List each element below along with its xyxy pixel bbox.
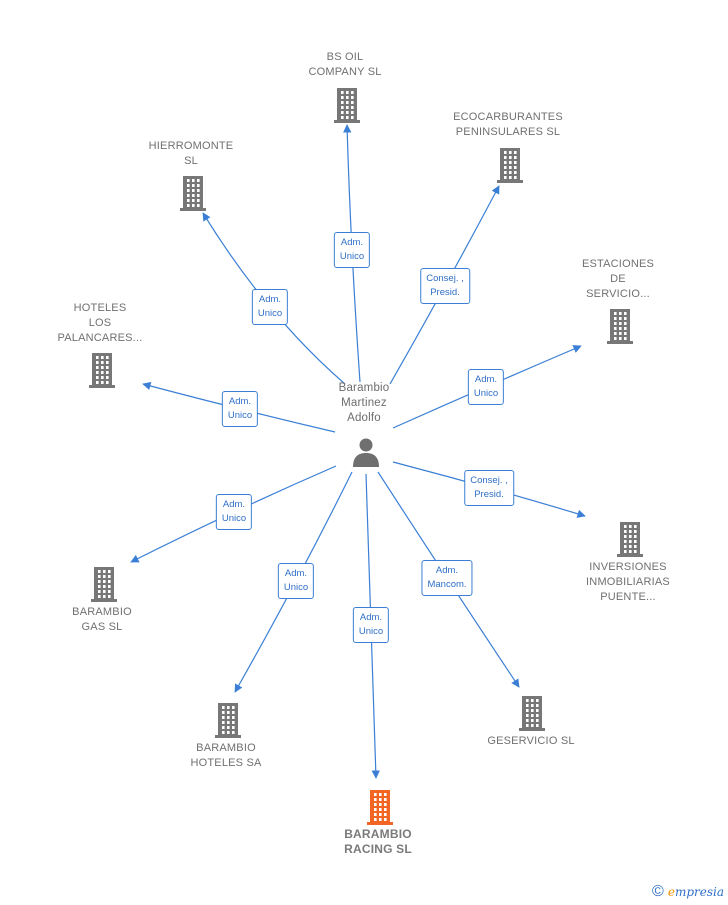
company-label-estaciones[interactable]: ESTACIONES DE SERVICIO... — [581, 258, 655, 300]
company-label-palancares[interactable]: HOTELES LOS PALANCARES... — [57, 302, 143, 344]
building-icon[interactable] — [88, 565, 120, 603]
building-icon[interactable] — [331, 86, 363, 124]
person-icon[interactable] — [350, 436, 382, 468]
company-label-bs-oil[interactable]: BS OIL COMPANY SL — [308, 51, 382, 78]
company-label-inversiones[interactable]: INVERSIONES INMOBILIARIAS PUENTE... — [586, 561, 670, 603]
role-badge-hierromonte[interactable]: Adm. Unico — [251, 289, 289, 325]
brand-logo: empresia — [667, 885, 724, 899]
role-badge-racing[interactable]: Adm. Unico — [352, 607, 390, 643]
company-label-gas[interactable]: BARAMBIO GAS SL — [72, 606, 132, 633]
role-badge-geservicio[interactable]: Adm. Mancom. — [421, 560, 473, 596]
role-badge-hoteles-sa[interactable]: Adm. Unico — [277, 563, 315, 599]
building-icon[interactable] — [177, 174, 209, 212]
company-label-hierromonte[interactable]: HIERROMONTE SL — [148, 140, 234, 167]
company-label-hoteles-sa[interactable]: BARAMBIO HOTELES SA — [190, 742, 262, 769]
role-badge-ecocarburantes[interactable]: Consej. , Presid. — [420, 268, 470, 304]
role-badge-gas[interactable]: Adm. Unico — [215, 494, 253, 530]
building-icon[interactable] — [86, 351, 118, 389]
building-icon[interactable] — [364, 788, 396, 826]
company-label-ecocarburantes[interactable]: ECOCARBURANTES PENINSULARES SL — [453, 111, 563, 138]
role-badge-inversiones[interactable]: Consej. , Presid. — [464, 470, 514, 506]
building-icon[interactable] — [494, 146, 526, 184]
building-icon[interactable] — [516, 694, 548, 732]
copyright-footer[interactable]: © empresia — [652, 883, 724, 901]
company-label-racing[interactable]: BARAMBIO RACING SL — [344, 827, 412, 856]
building-icon[interactable] — [212, 701, 244, 739]
copyright-icon: © — [652, 883, 664, 900]
company-label-geservicio[interactable]: GESERVICIO SL — [487, 735, 575, 747]
role-badge-bs-oil[interactable]: Adm. Unico — [333, 232, 371, 268]
role-badge-palancares[interactable]: Adm. Unico — [221, 391, 259, 427]
building-icon[interactable] — [614, 520, 646, 558]
center-person-label: Barambio Martinez Adolfo — [338, 382, 390, 424]
role-badge-estaciones[interactable]: Adm. Unico — [467, 369, 505, 405]
building-icon[interactable] — [604, 307, 636, 345]
